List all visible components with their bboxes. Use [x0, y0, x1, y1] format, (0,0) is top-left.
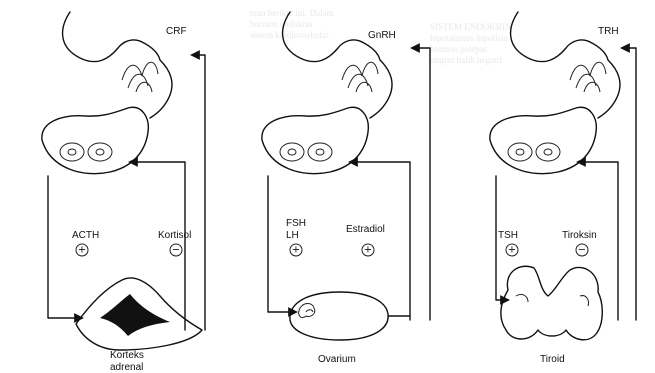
- tropic-sign: +: [78, 245, 86, 256]
- target-gland-label: Ovarium: [318, 354, 356, 365]
- portal-vessels: [570, 62, 606, 92]
- pituitary-nucleus: [288, 149, 296, 155]
- tropic-sign: +: [508, 245, 516, 256]
- releasing-hormone-label: CRF: [166, 26, 187, 37]
- pituitary-nucleus: [516, 149, 524, 155]
- ovarian-follicle: [299, 304, 315, 318]
- hypothalamus-outline: [63, 12, 142, 62]
- releasing-hormone-arrow: [622, 48, 636, 320]
- feedback-arrow-target-to-pituitary: [350, 162, 410, 320]
- pituitary-gland: [42, 107, 148, 173]
- pituitary-cell: [508, 143, 532, 161]
- target-sign: +: [364, 245, 372, 256]
- tropic-hormone-label: FSH: [286, 218, 306, 229]
- target-sign: −: [172, 245, 180, 256]
- releasing-hormone-arrow: [412, 48, 430, 320]
- axis-panel-adrenal: CRF ACTH + Kortisol − Korteks adrenal: [42, 12, 205, 373]
- releasing-hormone-label: TRH: [598, 26, 619, 37]
- hypothalamus-outline: [283, 12, 362, 62]
- tropic-sign: +: [292, 245, 300, 256]
- pituitary-nucleus: [68, 149, 76, 155]
- pituitary-nucleus: [544, 149, 552, 155]
- pituitary-gland: [490, 107, 596, 173]
- pituitary-nucleus: [96, 149, 104, 155]
- pituitary-cell: [88, 143, 112, 161]
- portal-vessels: [342, 62, 378, 92]
- axis-panel-ovarium: GnRH FSH LH + Estradiol + Ovarium: [262, 12, 430, 365]
- portal-vessels: [122, 62, 158, 92]
- axis-panel-tiroid: TRH TSH + Tiroksin − Tiroid: [490, 12, 636, 365]
- pituitary-cell: [308, 143, 332, 161]
- target-gland-label: Korteks: [110, 350, 144, 361]
- target-gland-shape: [501, 266, 602, 340]
- tropic-hormone-label: LH: [286, 230, 299, 241]
- hypothalamus-outline: [511, 12, 590, 62]
- target-hormone-label: Kortisol: [158, 230, 191, 241]
- target-gland-label: Tiroid: [540, 354, 565, 365]
- target-gland-shape: [290, 292, 388, 340]
- pituitary-cell: [280, 143, 304, 161]
- pituitary-gland: [262, 107, 368, 173]
- thyroid-lobe-detail: [516, 294, 589, 306]
- releasing-hormone-label: GnRH: [368, 30, 396, 41]
- pituitary-cell: [536, 143, 560, 161]
- tropic-hormone-label: TSH: [498, 230, 518, 241]
- adrenal-medulla: [100, 294, 170, 336]
- target-hormone-label: Estradiol: [346, 224, 385, 235]
- target-gland-label: adrenal: [110, 362, 143, 373]
- releasing-hormone-arrow: [192, 55, 205, 330]
- tropic-hormone-label: ACTH: [72, 230, 99, 241]
- target-hormone-label: Tiroksin: [562, 230, 597, 241]
- pituitary-cell: [60, 143, 84, 161]
- target-sign: −: [578, 245, 586, 256]
- pituitary-nucleus: [316, 149, 324, 155]
